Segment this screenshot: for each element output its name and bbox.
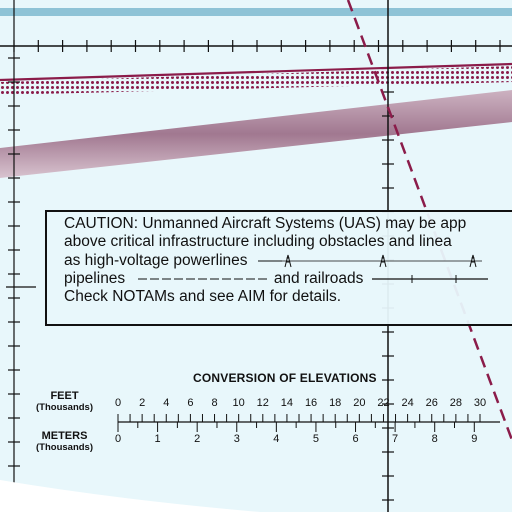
feet-tick-label: 0 — [114, 397, 122, 409]
feet-tick-label: 24 — [401, 397, 414, 409]
feet-label: FEET (Thousands) — [36, 390, 93, 414]
caution-line-3: as high-voltage powerlines — [64, 252, 512, 270]
feet-tick-label: 14 — [280, 397, 294, 409]
feet-tick-label: 10 — [232, 397, 245, 409]
feet-tick-label: 16 — [304, 397, 318, 409]
caution-line-5: Check NOTAMs and see AIM for details. — [64, 288, 342, 306]
blue-airway-band — [0, 8, 512, 16]
caution-line-1: CAUTION: Unmanned Aircraft Systems (UAS)… — [64, 215, 467, 232]
caution-line-4: pipelines and railroads — [64, 270, 512, 288]
meter-tick-label: 1 — [154, 433, 161, 445]
feet-tick-label: 6 — [187, 397, 194, 409]
feet-tick-label: 2 — [139, 397, 146, 409]
caution-line-2: above critical infrastructure including … — [64, 233, 452, 251]
uas-caution-box: CAUTION: Unmanned Aircraft Systems (UAS)… — [45, 210, 512, 326]
feet-tick-label: 4 — [163, 397, 170, 409]
feet-tick-label: 28 — [449, 397, 462, 409]
graticule-horizontal — [0, 40, 512, 52]
feet-tick-label: 8 — [211, 397, 218, 409]
conversion-title: CONVERSION OF ELEVATIONS — [193, 371, 377, 385]
feet-tick-label: 12 — [256, 397, 269, 409]
meters-label: METERS (Thousands) — [36, 430, 93, 454]
left-edge-ticks — [8, 0, 20, 512]
railroad-symbol-icon — [371, 274, 488, 283]
pipeline-symbol-icon — [137, 278, 270, 280]
meter-tick-label: 2 — [194, 433, 201, 445]
powerline-symbol-icon — [257, 254, 482, 267]
feet-scale — [117, 414, 500, 432]
feet-tick-label: 26 — [425, 397, 438, 409]
maroon-dotted-boundary — [0, 62, 512, 95]
feet-tick-label: 30 — [473, 397, 487, 409]
meter-tick-label: 7 — [392, 433, 399, 445]
meter-tick-label: 0 — [114, 433, 122, 445]
feet-tick-label: 22 — [377, 397, 390, 409]
meter-tick-label: 4 — [273, 433, 280, 445]
mauve-shaded-band — [0, 90, 512, 178]
meter-tick-label: 3 — [233, 433, 240, 445]
meter-tick-label: 6 — [352, 433, 359, 445]
feet-tick-label: 18 — [329, 397, 342, 409]
meter-tick-label: 8 — [431, 433, 438, 445]
feet-tick-label: 20 — [353, 397, 366, 409]
meter-tick-label: 9 — [471, 433, 478, 445]
meter-tick-label: 5 — [312, 433, 319, 445]
